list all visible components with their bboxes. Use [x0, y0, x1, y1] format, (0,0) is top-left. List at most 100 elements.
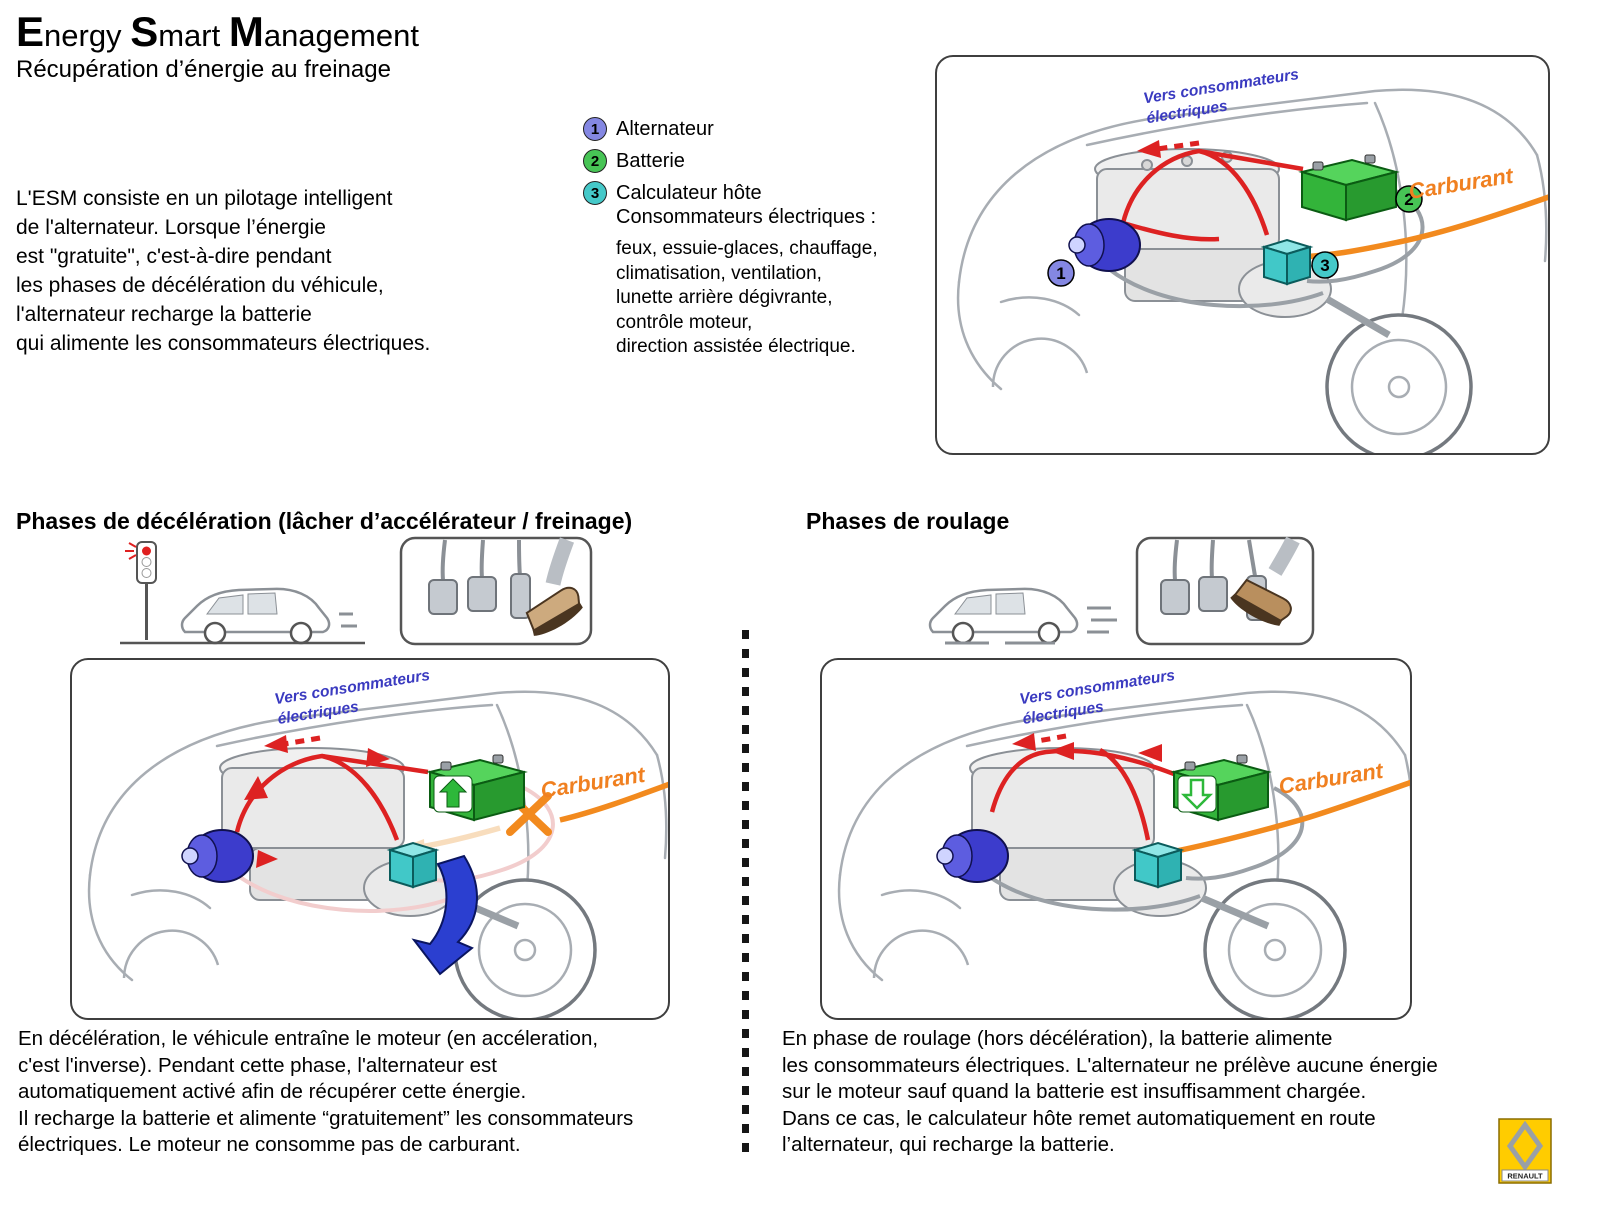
flow-arrow-left-1	[1138, 744, 1162, 762]
intro-line: l'alternateur recharge la batterie	[16, 303, 312, 326]
red-wiring	[234, 753, 429, 841]
drive-shaft	[1325, 295, 1391, 339]
front-wheel-arch	[991, 337, 1089, 388]
battery-charge-up-arrow	[438, 778, 468, 808]
explanation-line: automatiquement activé afin de récupérer…	[18, 1080, 527, 1104]
title-segment: M	[228, 8, 264, 55]
legend-label: Calculateur hôte	[616, 181, 762, 204]
pressing-shoe	[1230, 578, 1292, 626]
intro-line: L'ESM consiste en un pilotage intelligen…	[16, 187, 393, 210]
intro-line: les phases de décélération du véhicule,	[16, 274, 384, 297]
badge-2-number: 2	[1404, 190, 1413, 209]
calculator-illustration	[1131, 841, 1185, 889]
badge-3-number: 3	[1320, 256, 1329, 275]
gray-wiring	[985, 786, 1305, 912]
pedals-pressed-illustration	[1135, 536, 1315, 646]
page-title: Energy Smart Management	[16, 8, 419, 56]
explanation-line: l’alternateur, qui recharge la batterie.	[782, 1133, 1115, 1157]
consumers-arrow	[1012, 733, 1067, 751]
badge-1-number: 1	[1056, 264, 1065, 283]
consumers-line: feux, essuie-glaces, chauffage,	[616, 238, 878, 259]
consumers-line: direction assistée électrique.	[616, 336, 856, 358]
driving-scene	[905, 536, 1325, 648]
driving-car-illustration	[928, 587, 1117, 645]
consumers-label: Vers consommateurs électriques	[1142, 66, 1300, 127]
driving-explanation: En phase de roulage (hors décélération),…	[782, 1026, 1442, 1159]
legend-label: Batterie	[616, 149, 685, 172]
rear-wheel	[1203, 878, 1347, 1018]
consumers-arrow	[1137, 140, 1200, 158]
renault-diamond-icon	[1506, 1120, 1544, 1172]
deceleration-diagram: Vers consommateurs électriques Carburant	[70, 658, 670, 1020]
front-wheel-arch	[122, 929, 220, 979]
renault-logo-art: RENAULT	[1498, 1118, 1552, 1184]
alternator-illustration	[181, 829, 278, 883]
title-segment: mart	[158, 18, 229, 53]
consumers-line: contrôle moteur,	[616, 311, 753, 333]
consumers-label: Vers consommateurs électriques	[1018, 667, 1176, 728]
title-segment: E	[16, 8, 45, 55]
rear-wheel	[1325, 313, 1473, 453]
engine-illustration	[219, 747, 457, 917]
explanation-line: Il recharge la batterie et alimente “gra…	[18, 1106, 634, 1130]
electrical-consumers-list: Consommateurs électriques : feux, essuie…	[616, 206, 946, 360]
consumers-line: climatisation, ventilation,	[616, 262, 822, 284]
battery-illustration	[1298, 154, 1400, 222]
flow-arrow-right	[366, 748, 390, 767]
explanation-line: Dans ce cas, le calculateur hôte remet a…	[782, 1106, 1376, 1130]
legend-item-computer: 3 Calculateur hôte	[583, 177, 762, 209]
alternator-illustration	[1068, 218, 1141, 272]
section-title-deceleration: Phases de décélération (lâcher d’accélér…	[16, 508, 633, 534]
alternator-illustration	[936, 829, 1009, 883]
explanation-line: électriques. Le moteur ne consomme pas d…	[18, 1133, 521, 1157]
motion-lines	[945, 606, 1117, 645]
red-wiring	[1120, 148, 1304, 242]
deceleration-scene-art	[120, 536, 593, 646]
driving-scene-art	[928, 536, 1315, 646]
explanation-line: c'est l'inverse). Pendant cette phase, l…	[18, 1053, 497, 1077]
battery-illustration	[1170, 754, 1272, 822]
section-divider	[742, 630, 749, 1154]
red-wiring	[989, 748, 1175, 841]
battery-illustration	[426, 754, 528, 822]
page-subtitle: Récupération d’énergie au freinage	[16, 56, 391, 83]
badge-3: 3	[1311, 251, 1339, 279]
title-segment: anagement	[263, 18, 419, 53]
explanation-line: sur le moteur sauf quand la batterie est…	[782, 1080, 1367, 1104]
title-segment: nergy	[44, 18, 131, 53]
legend-badge-1: 1	[583, 117, 607, 141]
calculator-illustration	[386, 841, 440, 889]
explanation-line: En phase de roulage (hors décélération),…	[782, 1027, 1333, 1050]
badge-1: 1	[1047, 259, 1075, 287]
legend-label: Alternateur	[616, 117, 714, 140]
drive-shaft	[1200, 894, 1270, 930]
deceleration-diagram-art: Vers consommateurs électriques Carburant	[87, 667, 668, 1018]
consumers-label: Vers consommateurs électriques	[273, 667, 431, 728]
driving-diagram-art: Vers consommateurs électriques Carburant	[837, 667, 1410, 1018]
badge-2: 2	[1395, 185, 1423, 213]
renault-logo-text: RENAULT	[1507, 1172, 1543, 1181]
deceleration-scene	[115, 536, 615, 648]
consumers-line: lunette arrière dégivrante,	[616, 287, 833, 309]
overview-diagram-art: 1 2 3 Vers consommateurs électriques Car…	[956, 66, 1548, 453]
consumers-title: Consommateurs électriques :	[616, 206, 877, 228]
fuel-label: Carburant	[1277, 758, 1386, 799]
intro-line: est "gratuite", c'est-à-dire pendant	[16, 245, 332, 268]
intro-line: de l'alternateur. Lorsque l’énergie	[16, 216, 326, 239]
legend: 1 Alternateur 2 Batterie 3 Calculateur h…	[583, 113, 762, 209]
front-wheel-arch	[872, 929, 970, 979]
traffic-light-illustration	[125, 541, 157, 640]
flow-arrow-left-2	[1050, 742, 1074, 760]
calculator-illustration	[1260, 238, 1314, 286]
flow-arrow-up	[244, 776, 268, 800]
consumers-arrow	[264, 735, 321, 753]
renault-logo: RENAULT	[1498, 1118, 1552, 1184]
deceleration-explanation: En décélération, le véhicule entraîne le…	[18, 1026, 728, 1159]
pedals-released-illustration	[399, 536, 593, 646]
wheel-drive-arrow	[411, 854, 478, 976]
driving-diagram: Vers consommateurs électriques Carburant	[820, 658, 1412, 1020]
fuel-label: Carburant	[1407, 163, 1516, 204]
legend-item-alternator: 1 Alternateur	[583, 113, 762, 145]
legend-item-battery: 2 Batterie	[583, 145, 762, 177]
